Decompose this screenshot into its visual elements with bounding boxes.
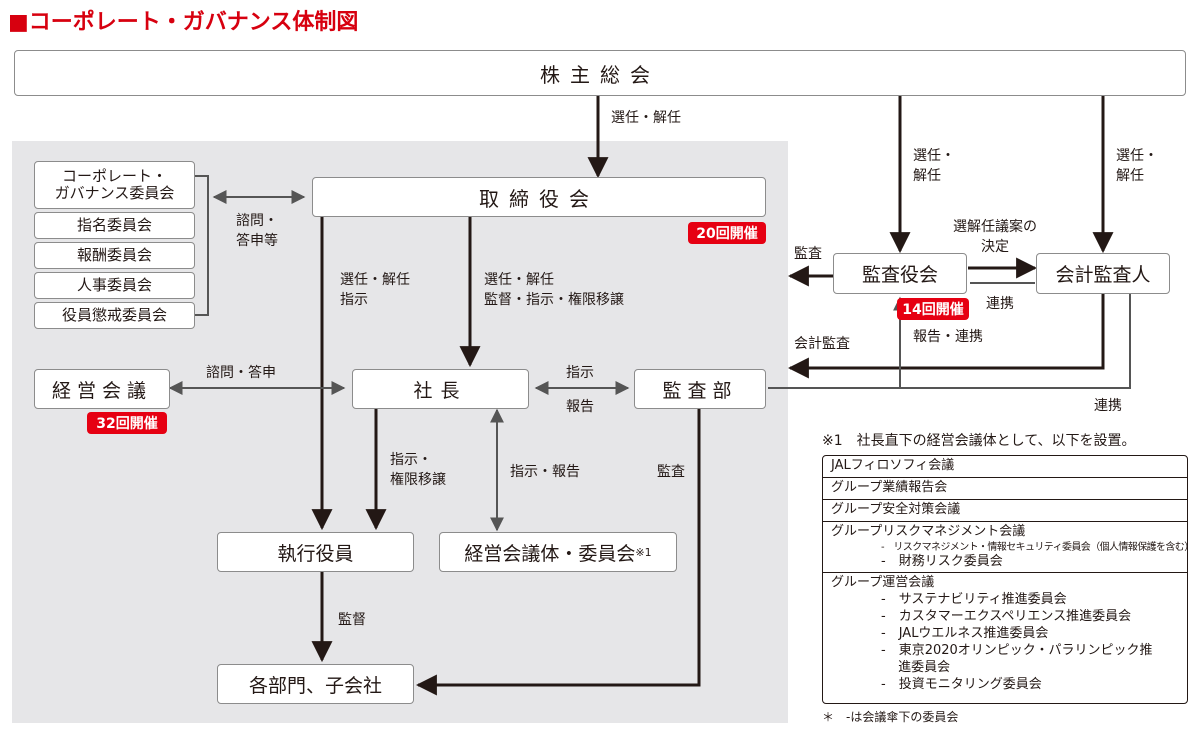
label-coordination-auditors: 連携 [986, 296, 1014, 312]
list-subitem: - サステナビリティ推進委員会 [881, 592, 1067, 608]
arrow-auditdept-to-departments [415, 408, 701, 696]
list-item: グループ安全対策会議 [823, 500, 1187, 522]
list-subitem: - 財務リスク委員会 [881, 553, 1003, 569]
list-subitem: - JALウエルネス推進委員会 [881, 626, 1049, 642]
president-box: 社長 [352, 369, 529, 409]
label-consult-report-mgmt: 諮問・答申 [206, 365, 276, 381]
accounting-auditor-box: 会計監査人 [1036, 253, 1170, 294]
label-supervise: 監督 [338, 612, 366, 628]
list-subitem: - 投資モニタリング委員会 [881, 676, 1042, 692]
label-consult-report-board: 諮問・ 答申等 [236, 213, 278, 250]
list-item-title: グループ運営会議 [831, 575, 935, 591]
label-instruct-report: 指示・報告 [510, 464, 580, 480]
label-elect-dismiss-auditors: 選任・ 解任 [913, 148, 955, 185]
footnote-heading: ※1 社長直下の経営会議体として、以下を設置。 [822, 433, 1136, 449]
list-subitem: - カスタマーエクスペリエンス推進委員会 [881, 609, 1132, 625]
board-meetings-badge: 20回開催 [688, 222, 766, 244]
list-subitem: 進委員会 [881, 659, 951, 675]
audit-department-box: 監査部 [634, 369, 766, 409]
arrow-accounting-audit [787, 292, 1105, 379]
audit-and-supervisory-board-box: 監査役会 [833, 253, 967, 294]
list-item: グループリスクマネジメント会議 - リスクマネジメント・情報セキュリティ委員会（個… [823, 522, 1187, 574]
list-item-title: グループ安全対策会議 [831, 501, 961, 517]
list-item-title: JALフィロソフィ会議 [831, 458, 955, 473]
list-item: グループ業績報告会 [823, 478, 1187, 500]
line-auditdept-to-accountant [768, 292, 1131, 389]
list-item-title: グループ業績報告会 [831, 479, 948, 495]
page-title: ■コーポレート・ガバナンス体制図 [8, 10, 359, 35]
committee-bracket [195, 175, 209, 316]
nomination-committee-box: 指名委員会 [34, 212, 195, 239]
list-item: JALフィロソフィ会議 [823, 456, 1187, 478]
label-report: 報告 [566, 399, 594, 415]
personnel-committee-box: 人事委員会 [34, 272, 195, 299]
label-board-to-president: 選任・解任 監督・指示・権限移譲 [484, 272, 624, 309]
management-bodies-box: 経営会議体・委員会※1 [439, 532, 677, 572]
list-item-title: グループリスクマネジメント会議 [831, 523, 1026, 539]
list-item: グループ運営会議- サステナビリティ推進委員会- カスタマーエクスペリエンス推進… [823, 573, 1187, 695]
list-subitem: - 東京2020オリンピック・パラリンピック推 [881, 643, 1153, 659]
label-board-to-officers: 選任・解任 指示 [340, 272, 410, 309]
corporate-governance-committee-box: コーポレート・ ガバナンス委員会 [34, 161, 195, 209]
label-report-coordination: 報告・連携 [913, 329, 983, 345]
discipline-committee-box: 役員懲戒委員会 [34, 302, 195, 329]
label-instruct: 指示 [566, 365, 594, 381]
label-accounting-audit: 会計監査 [794, 336, 850, 352]
label-elect-dismiss-accountant: 選任・ 解任 [1116, 148, 1158, 185]
label-coordination-audit-dept: 連携 [1094, 398, 1122, 414]
label-elect-dismiss-board: 選任・解任 [611, 110, 681, 126]
footnote-legend: ＊ -は会議傘下の委員会 [822, 710, 959, 724]
label-audit-departments: 監査 [657, 464, 685, 480]
management-meeting-badge: 32回開催 [87, 412, 167, 434]
shareholders-meeting-box: 株主総会 [14, 50, 1186, 96]
label-proposal-decision: 選解任議案の 決定 [953, 219, 1037, 256]
management-bodies-label: 経営会議体・委員会 [464, 542, 636, 565]
list-subitem: - リスクマネジメント・情報セキュリティ委員会（個人情報保護を含む） [881, 541, 1188, 553]
board-of-directors-box: 取締役会 [312, 177, 766, 217]
label-audit-board: 監査 [794, 246, 822, 262]
compensation-committee-box: 報酬委員会 [34, 242, 195, 269]
auditors-meetings-badge: 14回開催 [897, 298, 969, 320]
label-president-to-officers: 指示・ 権限移譲 [390, 452, 446, 489]
departments-subsidiaries-box: 各部門、子会社 [217, 664, 414, 704]
executive-officers-box: 執行役員 [217, 532, 414, 572]
footnote-marker: ※1 [635, 545, 652, 559]
management-meeting-box: 経営会議 [34, 369, 170, 409]
management-bodies-list: JALフィロソフィ会議グループ業績報告会グループ安全対策会議グループリスクマネジ… [822, 455, 1188, 704]
